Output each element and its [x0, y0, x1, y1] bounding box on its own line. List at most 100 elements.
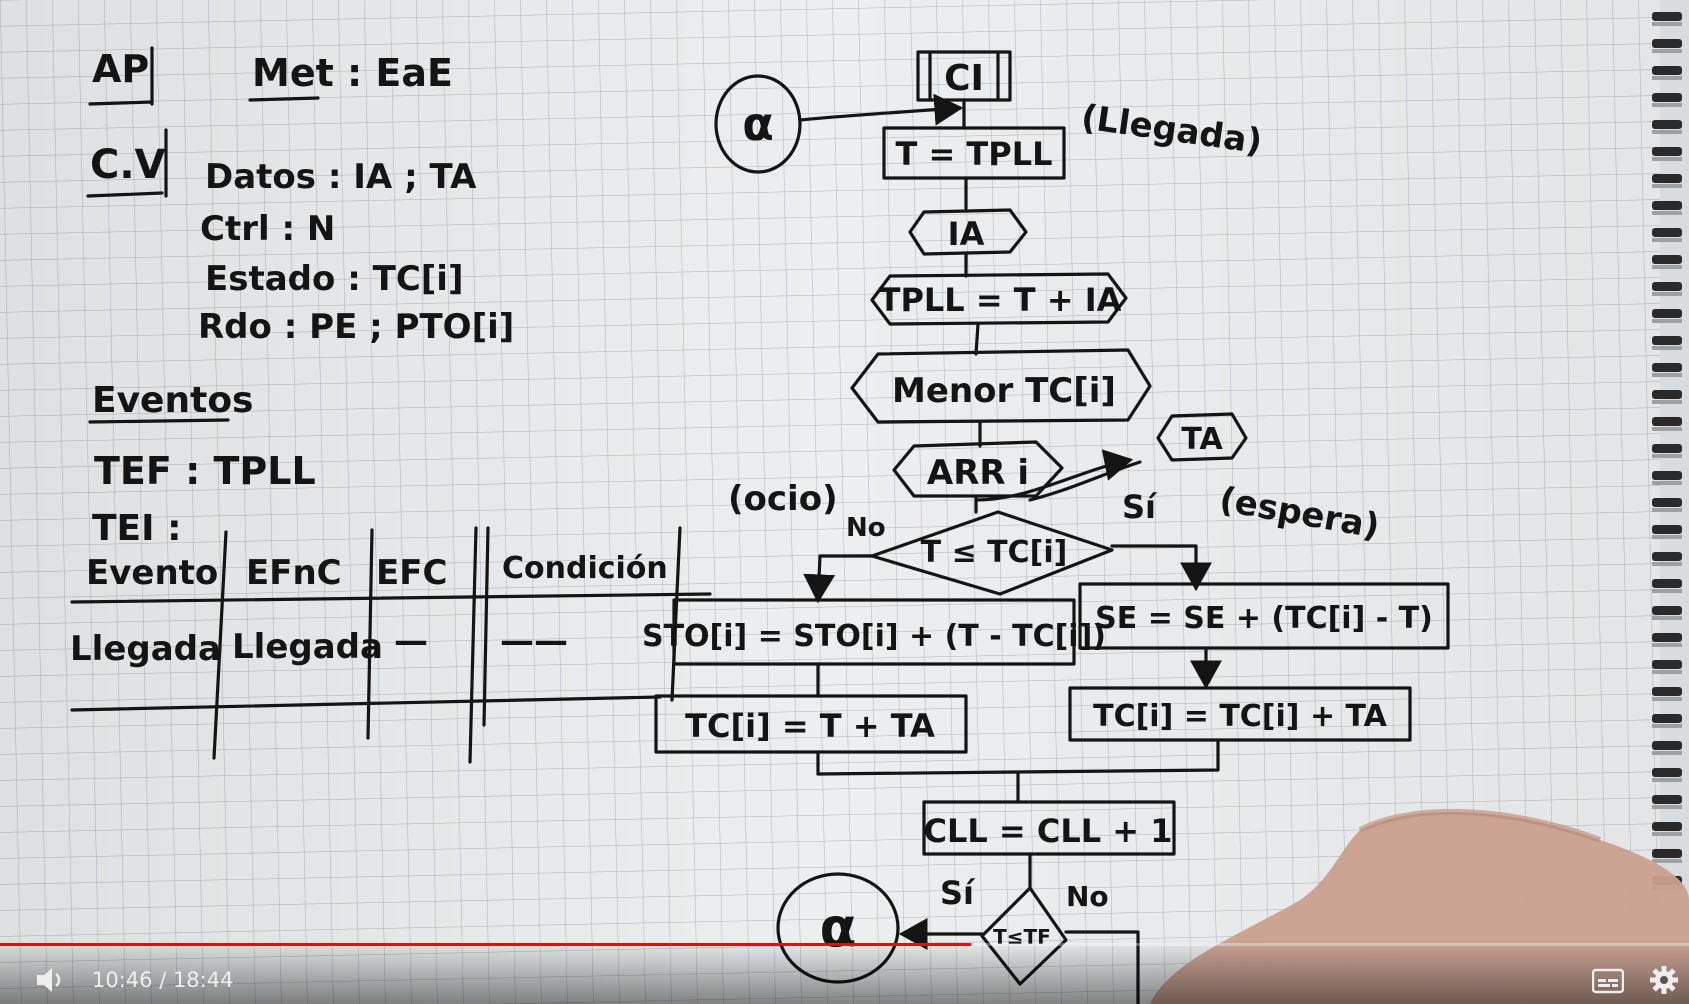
spiral-coil-shadow	[1652, 319, 1682, 323]
spiral-coil	[1652, 147, 1682, 156]
spiral-coil	[1652, 606, 1682, 615]
tpll-block	[870, 272, 1128, 326]
spiral-coil	[1652, 714, 1682, 723]
spiral-coil	[1652, 471, 1682, 480]
speaker-icon	[37, 968, 61, 992]
spiral-coil	[1652, 444, 1682, 453]
decision-no-label: No	[846, 513, 886, 543]
spiral-coil-shadow	[1652, 778, 1682, 782]
sto-label: STO[i] = STO[i] + (T - TC[i])	[642, 619, 1106, 654]
spiral-coil-shadow	[1652, 508, 1682, 512]
spiral-coil	[1652, 12, 1682, 21]
start-label: CI	[944, 58, 984, 99]
spiral-coil	[1652, 363, 1682, 372]
ap-label: AP	[92, 47, 149, 91]
spiral-coil-shadow	[1652, 130, 1682, 134]
volume-button[interactable]	[34, 964, 70, 996]
spiral-coil-shadow	[1652, 400, 1682, 404]
connector-alpha-top	[714, 74, 802, 174]
spiral-coil-shadow	[1652, 49, 1682, 53]
spiral-coil-shadow	[1652, 751, 1682, 755]
left-notes: AP Met : EaE C.V Datos : IA ; TA Ctrl : …	[70, 46, 712, 764]
connector-alpha-top-label: α	[742, 97, 774, 151]
decision-si-label: Sí	[1122, 488, 1158, 526]
player-controls-bar	[0, 940, 1689, 1004]
spiral-coil	[1652, 201, 1682, 210]
subtitles-icon	[1591, 968, 1625, 994]
spiral-coil	[1652, 795, 1682, 804]
tf-no-label: No	[1066, 880, 1109, 913]
spiral-binding	[1652, 12, 1682, 890]
subtitles-button[interactable]	[1591, 968, 1625, 994]
tf-decision-block	[980, 886, 1068, 986]
spiral-coil	[1652, 741, 1682, 750]
spiral-coil-shadow	[1652, 562, 1682, 566]
connector-alpha-bottom-label: α	[819, 896, 856, 959]
spiral-coil-shadow	[1652, 292, 1682, 296]
settings-button[interactable]	[1648, 964, 1680, 996]
spiral-coil	[1652, 120, 1682, 129]
spiral-coil-shadow	[1652, 616, 1682, 620]
cll-block	[922, 800, 1176, 856]
gear-icon	[1650, 966, 1678, 994]
spiral-coil	[1652, 552, 1682, 561]
spiral-coil	[1652, 579, 1682, 588]
spiral-coil-shadow	[1652, 805, 1682, 809]
table-cell-condicion: ——	[500, 621, 568, 661]
sto-block	[672, 598, 1076, 666]
spiral-coil	[1652, 228, 1682, 237]
spiral-coil	[1652, 93, 1682, 102]
tf-decision-label: T≤TF	[993, 925, 1051, 949]
time-display: 10:46 / 18:44	[92, 968, 234, 992]
eventos-label: Eventos	[92, 380, 253, 421]
spiral-coil	[1652, 849, 1682, 858]
spiral-coil-shadow	[1652, 346, 1682, 350]
progress-bar[interactable]	[0, 943, 1689, 946]
table-header-evento: Evento	[86, 553, 218, 593]
spiral-coil	[1652, 66, 1682, 75]
tei-label: TEI :	[92, 508, 181, 549]
spiral-coil	[1652, 633, 1682, 642]
spiral-coil-shadow	[1652, 481, 1682, 485]
spiral-coil	[1652, 336, 1682, 345]
table-header-efc: EFC	[376, 553, 447, 593]
spiral-coil	[1652, 768, 1682, 777]
connector-alpha-bottom	[776, 872, 900, 984]
arr-label: ARR i	[927, 453, 1029, 493]
ocio-note: (ocio)	[728, 479, 838, 519]
spiral-coil-shadow	[1652, 589, 1682, 593]
arr-block	[892, 440, 1064, 498]
spiral-coil-shadow	[1652, 238, 1682, 242]
spiral-coil	[1652, 525, 1682, 534]
table-header-condicion: Condición	[502, 551, 668, 586]
spiral-coil-shadow	[1652, 265, 1682, 269]
tc-left-block	[654, 694, 968, 754]
cv-line-datos: Datos : IA ; TA	[205, 157, 477, 197]
spiral-coil-shadow	[1652, 22, 1682, 26]
se-block	[1078, 582, 1450, 650]
spiral-coil	[1652, 390, 1682, 399]
gen-ta-label: TA	[1181, 422, 1223, 457]
assign-t-label: T = TPLL	[896, 135, 1053, 173]
cll-label: CLL = CLL + 1	[924, 812, 1173, 850]
hand	[1150, 808, 1689, 1004]
spiral-coil-shadow	[1652, 427, 1682, 431]
spiral-coil	[1652, 39, 1682, 48]
spiral-coil-shadow	[1652, 643, 1682, 647]
spiral-coil	[1652, 687, 1682, 696]
tf-si-label: Sí	[940, 874, 976, 912]
table-header-efnc: EFnC	[246, 553, 342, 593]
table-cell-efnc: Llegada	[232, 627, 383, 667]
spiral-coil-shadow	[1652, 724, 1682, 728]
spiral-coil-shadow	[1652, 157, 1682, 161]
spiral-coil	[1652, 174, 1682, 183]
se-label: SE = SE + (TC[i] - T)	[1095, 601, 1433, 636]
tc-left-label: TC[i] = T + TA	[685, 707, 935, 745]
tef-label: TEF : TPLL	[94, 449, 316, 493]
tc-right-label: TC[i] = TC[i] + TA	[1093, 699, 1388, 734]
spiral-coil-shadow	[1652, 184, 1682, 188]
spiral-coil	[1652, 498, 1682, 507]
spiral-coil-shadow	[1652, 103, 1682, 107]
spiral-coil-shadow	[1652, 697, 1682, 701]
